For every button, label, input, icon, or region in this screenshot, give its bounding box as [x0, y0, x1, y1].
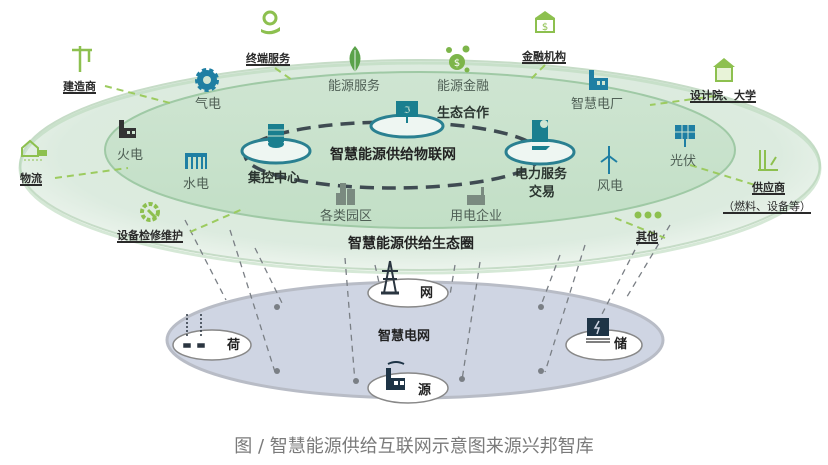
logistics-icon	[21, 139, 47, 161]
iot-node-label-sub: 交易	[529, 185, 556, 200]
partner-label: 金融机构	[522, 50, 566, 63]
iot-node-trade-base	[504, 138, 576, 166]
grid-node-label: 荷	[227, 338, 241, 353]
ecosystem-ring-edge	[18, 61, 822, 275]
partner-label: 设计院、大学	[690, 89, 756, 102]
partner-connectors	[54, 64, 756, 239]
svg-text:$: $	[454, 58, 460, 69]
iot-node-label: 集控中心	[248, 171, 301, 186]
coin-network-icon: $	[446, 45, 470, 73]
figure-caption: 图 / 智慧能源供给互联网示意图来源兴邦智库	[234, 436, 594, 457]
grid-title: 智慧电网	[378, 329, 431, 344]
hand-gear-icon	[261, 10, 280, 35]
grid-node-label: 源	[418, 383, 432, 398]
factory-icon	[467, 187, 485, 205]
inner-label: 能源金融	[437, 79, 490, 94]
leaf-icon	[349, 46, 361, 72]
partner-label: 物流	[20, 172, 42, 185]
grid-node-label: 储	[614, 337, 628, 352]
iot-node-label: 电力服务	[515, 167, 568, 182]
partner-label: 终端服务	[246, 52, 290, 65]
partner-label: 其他	[636, 230, 658, 243]
grid-node-load-base	[172, 329, 252, 361]
grid-node-source-base	[367, 372, 449, 404]
crane-icon	[72, 46, 92, 72]
partner-label: 设备检修维护	[117, 229, 183, 242]
school-icon	[713, 58, 735, 82]
inner-label: 用电企业	[450, 209, 503, 224]
grid-node-net-base	[367, 278, 449, 308]
dots-icon	[634, 211, 662, 219]
iot-title: 智慧能源供给物联网	[330, 147, 456, 163]
power-plant-icon	[589, 70, 608, 90]
factory-supply-icon	[758, 150, 778, 171]
svg-text:$: $	[542, 22, 548, 33]
bank-icon: $	[535, 11, 555, 33]
battery-icon	[586, 318, 610, 343]
buildings-icon	[336, 183, 355, 205]
inner-label: 火电	[117, 148, 144, 163]
dam-icon	[185, 153, 207, 169]
pylon-icon	[381, 260, 399, 295]
inner-label: 能源服务	[328, 79, 381, 94]
inner-label: 风电	[597, 179, 624, 194]
wind-turbine-icon	[600, 146, 618, 174]
partner-label: 供应商	[752, 181, 785, 194]
connector-dots	[274, 304, 544, 384]
grid-node-label: 网	[420, 286, 434, 301]
plant-icon	[386, 361, 405, 390]
server-cloud-icon	[268, 124, 284, 148]
ecosystem-title: 智慧能源供给生态圈	[348, 236, 474, 252]
iot-node-label: 生态合作	[437, 106, 490, 121]
wrench-gear-icon	[140, 202, 160, 222]
gear-icon	[195, 68, 219, 92]
inner-label: 各类园区	[320, 209, 373, 224]
load-icon	[183, 314, 205, 348]
solar-panel-icon	[675, 125, 695, 147]
inner-label: 智慧电厂	[571, 97, 624, 112]
partner-label-sub: （燃料、设备等）	[723, 200, 811, 213]
svg-text:ℑ: ℑ	[404, 106, 410, 116]
trade-icon	[532, 120, 550, 150]
thermal-plant-icon	[119, 120, 136, 138]
partner-label: 建造商	[63, 80, 96, 93]
inner-label: 光伏	[670, 154, 697, 169]
monitor-icon: ℑ	[396, 101, 418, 123]
inner-ring	[104, 71, 736, 229]
inner-label: 气电	[195, 97, 222, 112]
inner-label: 水电	[183, 177, 210, 192]
